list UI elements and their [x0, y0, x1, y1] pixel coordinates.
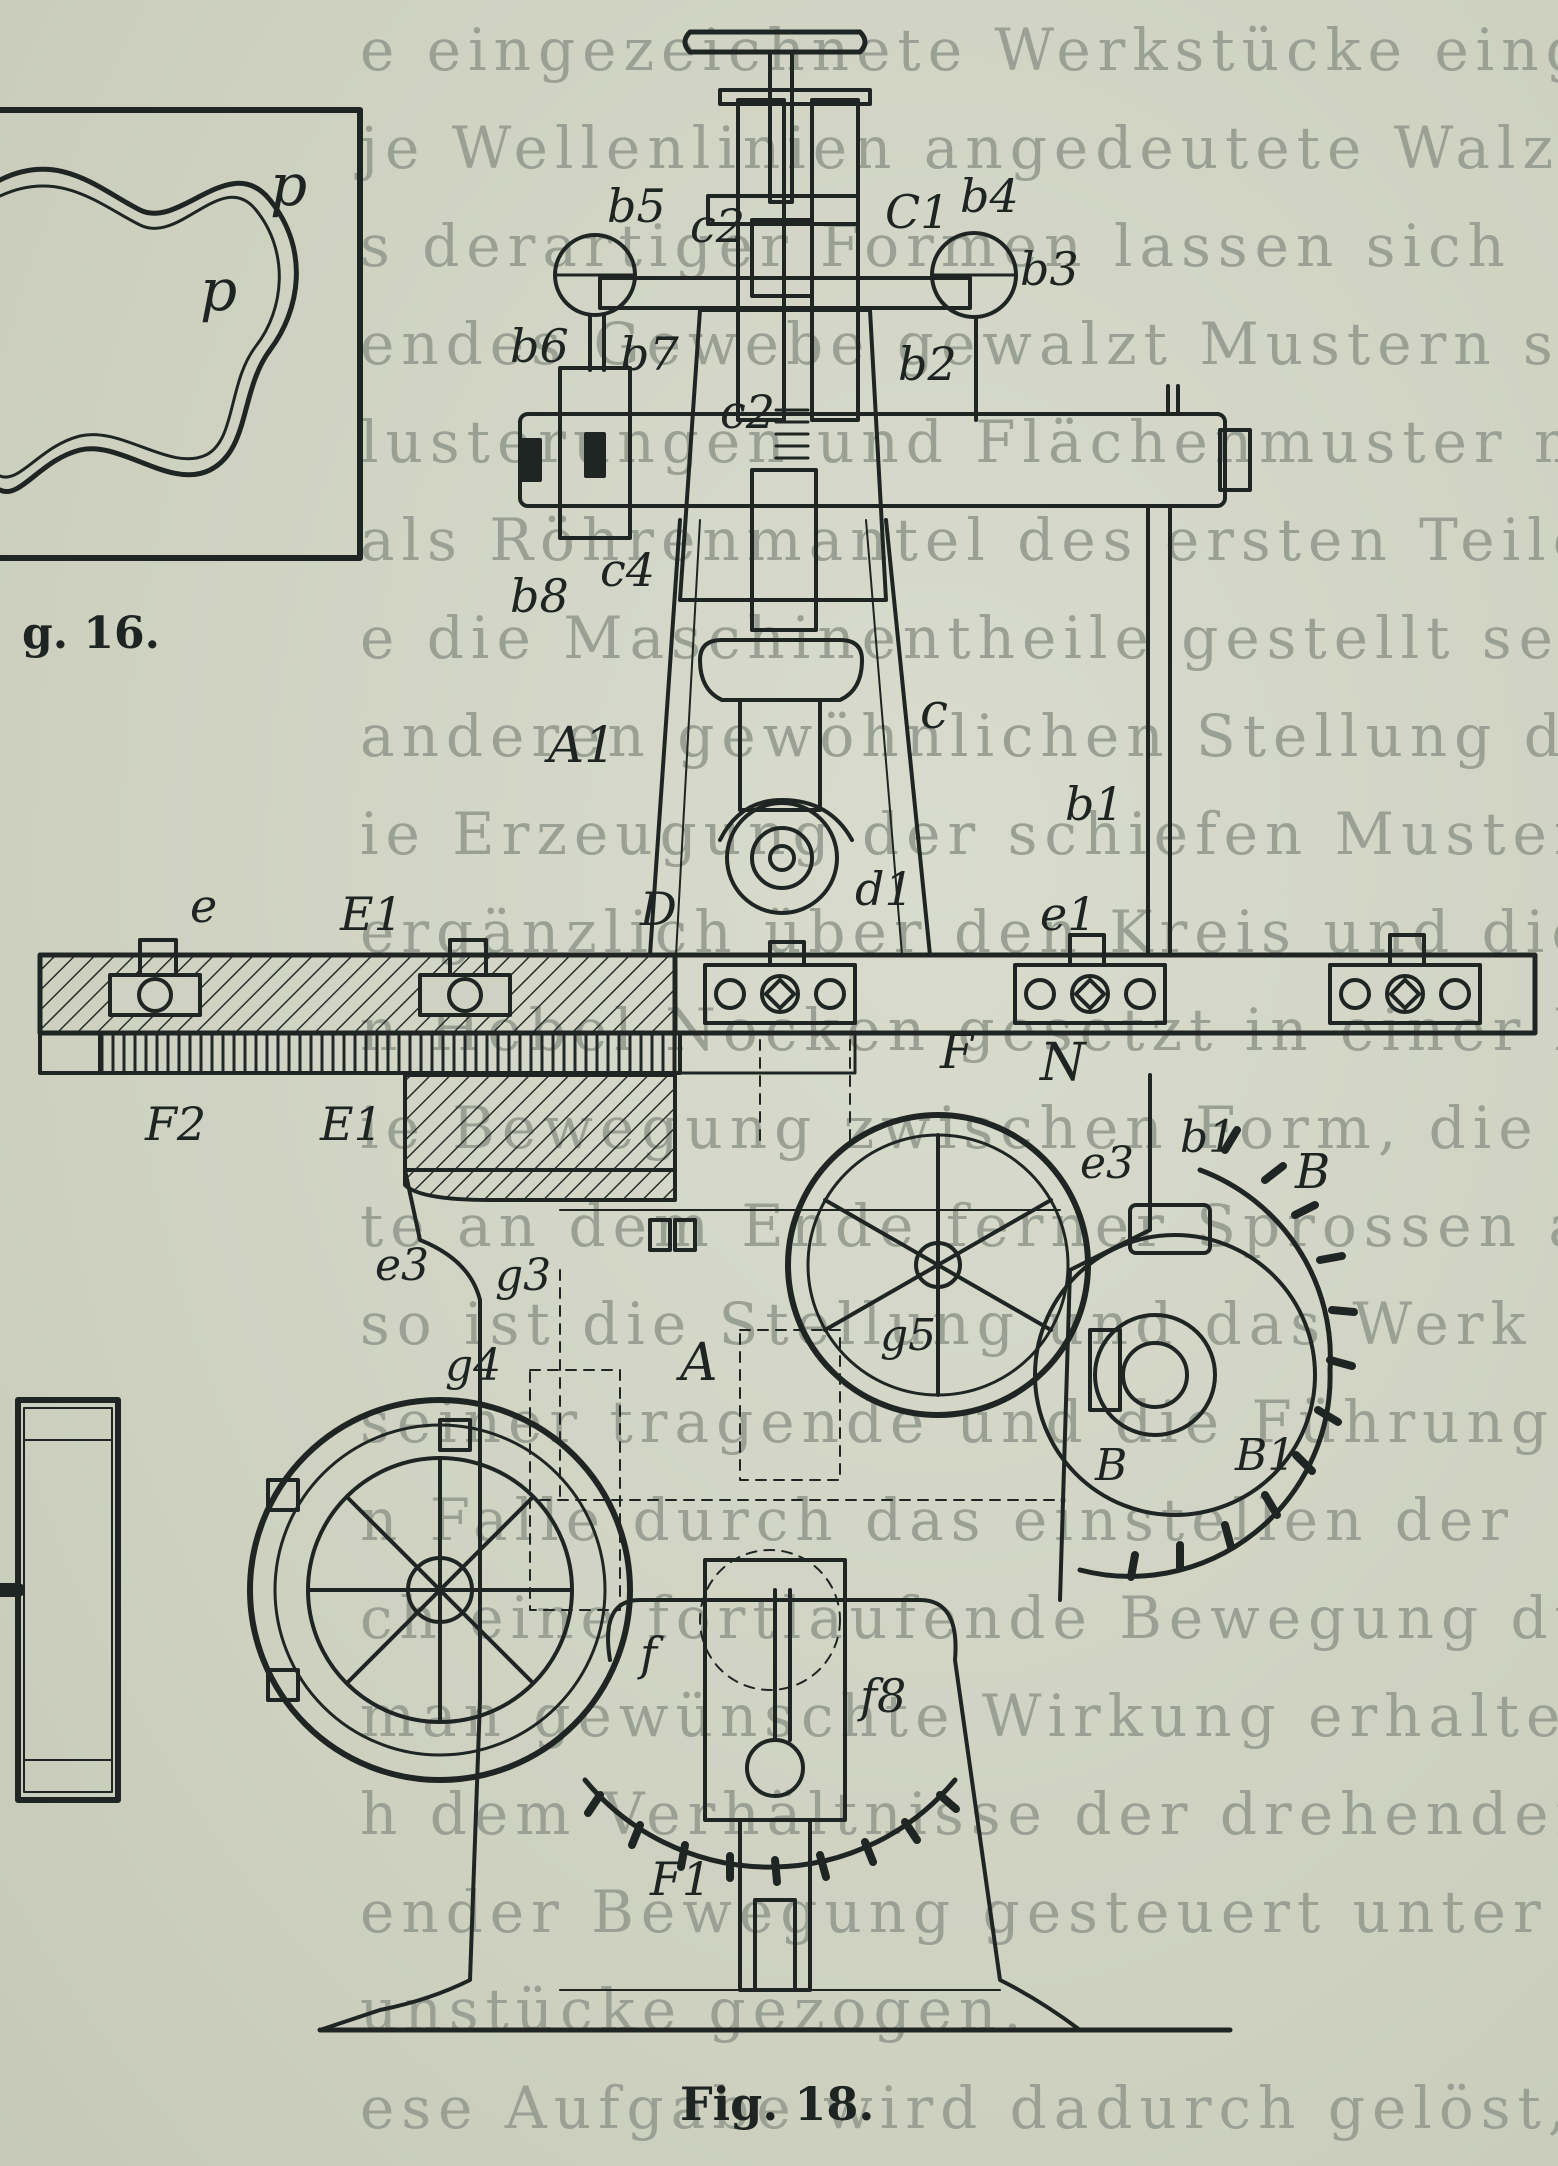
part-labels: p p b5 c2 C1 b4 b3 b6 b7 c2 b2 b8 c4 A1 … [144, 151, 1330, 1906]
label-b7: b7 [620, 327, 679, 381]
fig18-caption: Fig. 18. [680, 2077, 874, 2131]
label-f2: F2 [144, 1097, 206, 1151]
background-text-line: ie Erzeugung der schiefen Musterungen au… [360, 800, 1558, 868]
handwheel-g5 [785, 1112, 1091, 1418]
label-a1: A1 [544, 716, 616, 774]
label-g4: g4 [445, 1340, 501, 1391]
label-c1: C1 [885, 185, 949, 239]
handwheel-g4 [247, 1397, 633, 1783]
fig16-caption: g. 16. [22, 608, 160, 659]
label-b4: b4 [960, 169, 1019, 223]
label-b2: b2 [898, 337, 957, 391]
background-text-line: ender Bewegung gesteuert unter dem [360, 1878, 1558, 1946]
label-c2: c2 [690, 199, 745, 253]
label-b1: b1 [1180, 1112, 1236, 1163]
pedestal [317, 1598, 1233, 2033]
label-f: F [939, 1024, 975, 1080]
label-d: D [639, 882, 677, 936]
label-p: p [270, 151, 307, 219]
background-text-line: e eingezeichnete Werkstücke eingerieben … [360, 16, 1558, 84]
background-text-line: anderen gewöhnlichen Stellung dienen. [360, 702, 1558, 770]
background-text-line: ese Aufgabe wird dadurch gelöst, dass di… [360, 2074, 1558, 2142]
label-b1: B1 [1234, 1430, 1295, 1481]
label-b5: b5 [607, 179, 666, 233]
label-f8: f8 [857, 1669, 906, 1723]
label-b: B [1294, 1144, 1330, 1200]
background-text-line: je Wellenlinien angedeutete Walzen der [354, 114, 1558, 182]
background-text-line: te an dem Ende ferner Sprossen an der [360, 1192, 1558, 1260]
label-e1: E1 [339, 887, 403, 941]
label-e3: e3 [375, 1240, 429, 1291]
label-c: c [920, 682, 948, 740]
label-c2: c2 [720, 385, 775, 439]
label-d1: d1 [855, 862, 914, 916]
label-b: B [1094, 1440, 1127, 1491]
label-p: p [200, 256, 237, 324]
label-a: A [676, 1333, 718, 1393]
label-b3: b3 [1020, 242, 1079, 296]
background-text-line: ch eine fortlaufende Bewegung durch die [360, 1584, 1558, 1652]
background-text-line: h dem Verhältnisse der drehenden [360, 1780, 1558, 1848]
label-g5: g5 [880, 1310, 936, 1361]
gear-b1 [1033, 1126, 1358, 1581]
fig18-machine [37, 29, 1538, 2033]
label-n: N [1038, 1033, 1087, 1093]
label-b1: b1 [1065, 777, 1124, 831]
label-b6: b6 [510, 319, 569, 373]
gear-f1 [582, 1558, 960, 1992]
label-b8: b8 [510, 569, 569, 623]
label-e1: e1 [1040, 887, 1097, 941]
label-e3: e3 [1080, 1138, 1134, 1189]
label-f1: F1 [649, 1852, 711, 1906]
fig17-pulley-fragment [0, 1397, 121, 1803]
label-e1: E1 [319, 1097, 383, 1151]
label-e: e [190, 879, 217, 933]
background-text-line: seiner tragende und die Führung [360, 1388, 1555, 1456]
label-c4: c4 [600, 543, 655, 597]
background-text-line: e die Maschinentheile gestellt sein oder… [360, 604, 1558, 672]
background-text-line: unstücke gezogen. [360, 1976, 1029, 2044]
label-g3: g3 [495, 1250, 551, 1301]
fig16-drawing [0, 107, 363, 561]
